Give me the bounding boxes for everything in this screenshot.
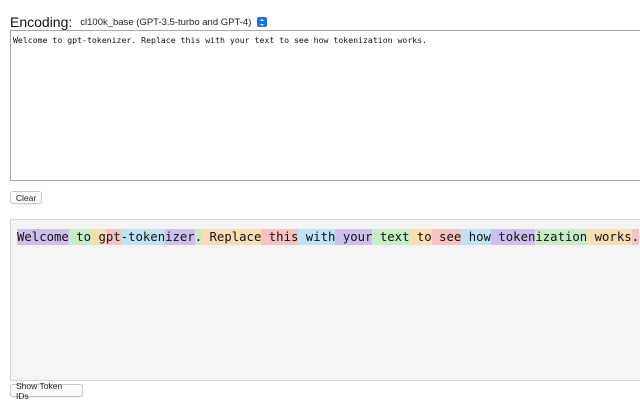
token: . — [194, 229, 203, 245]
token: how — [461, 229, 491, 245]
token: works — [587, 229, 632, 245]
token: pt — [105, 229, 121, 245]
token: to — [409, 229, 432, 245]
token: g — [91, 229, 106, 245]
token: text — [372, 229, 410, 245]
token: token — [490, 229, 536, 245]
encoding-label: Encoding: — [10, 14, 73, 30]
token: see — [431, 229, 462, 245]
token: to — [68, 229, 92, 245]
clear-button[interactable]: Clear — [10, 191, 42, 204]
token: . — [631, 229, 640, 245]
token: -token — [120, 229, 166, 245]
encoding-select-value: cl100k_base (GPT-3.5-turbo and GPT-4) — [80, 16, 252, 28]
encoding-row: Encoding: cl100k_base (GPT-3.5-turbo and… — [10, 12, 268, 32]
token: Replace — [202, 229, 262, 245]
token-line: Welcome to gpt-tokenizer. Replace this w… — [17, 228, 640, 246]
token: with — [298, 229, 336, 245]
token-panel: Welcome to gpt-tokenizer. Replace this w… — [10, 219, 640, 381]
text-input[interactable]: Welcome to gpt-tokenizer. Replace this w… — [10, 30, 640, 181]
show-token-ids-button[interactable]: Show Token IDs — [10, 381, 83, 400]
token: izer — [165, 229, 195, 245]
token: Welcome — [17, 229, 69, 245]
select-arrows-icon — [257, 17, 268, 27]
token: this — [261, 229, 299, 245]
encoding-select[interactable]: cl100k_base (GPT-3.5-turbo and GPT-4) — [80, 13, 268, 31]
token: your — [335, 229, 373, 245]
token: ization — [535, 229, 588, 245]
